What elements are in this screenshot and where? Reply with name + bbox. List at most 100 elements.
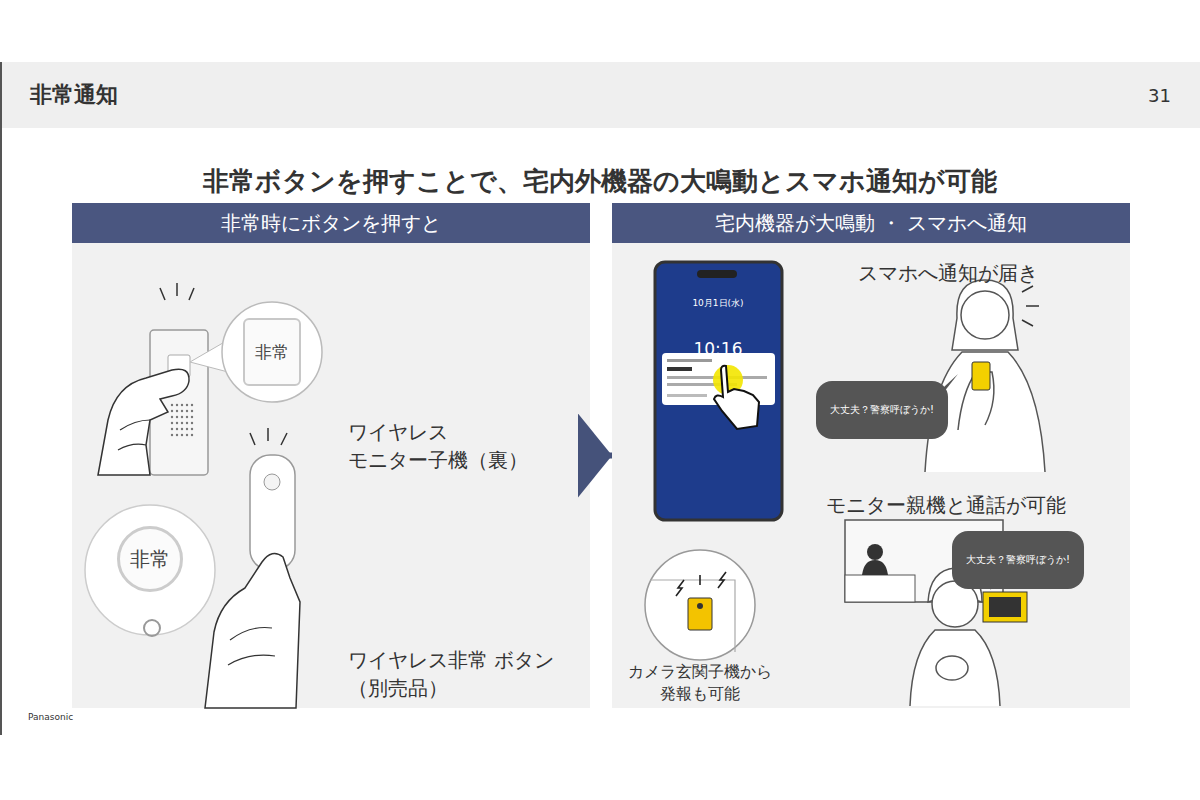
remote-button xyxy=(264,474,280,490)
alert-strokes xyxy=(250,428,287,445)
remote-illustration xyxy=(85,428,300,708)
speech-bubble: 大丈夫？警察呼ぼうか! xyxy=(952,531,1084,589)
surprise-strokes xyxy=(1022,286,1039,326)
phone-screen: 10月1日(水) 10:16 xyxy=(686,281,749,371)
intruder-body xyxy=(862,560,888,575)
side-rule xyxy=(0,62,2,735)
grille-dot xyxy=(171,434,173,436)
grille-dot xyxy=(191,416,193,418)
hand xyxy=(98,369,189,475)
indoor-monitor xyxy=(983,592,1027,622)
grille-dot xyxy=(181,416,183,418)
hand xyxy=(205,553,300,708)
hands xyxy=(936,656,968,680)
handset-illustration xyxy=(98,283,322,475)
panel-heading: 非常時にボタンを押すと xyxy=(72,203,590,243)
grille-dot xyxy=(186,434,188,436)
intruder-head xyxy=(867,544,883,560)
bubble-outline xyxy=(952,531,1084,589)
wall-line xyxy=(650,580,735,652)
alert-strokes xyxy=(160,283,194,300)
smartphone-illustration xyxy=(655,262,782,520)
grille-dot xyxy=(176,428,178,430)
panel-header-band xyxy=(72,203,590,243)
grille-dot xyxy=(191,428,193,430)
alarm-strokes xyxy=(676,572,726,596)
node-text: 大丈夫？警察呼ぼうか! xyxy=(966,540,1070,580)
grille-dot xyxy=(176,410,178,412)
panel-header-band xyxy=(612,203,1130,243)
grille-dot xyxy=(186,404,188,406)
grille-dot xyxy=(186,410,188,412)
node-text: 非常 xyxy=(243,318,301,386)
speaker-grille xyxy=(171,404,193,436)
remote-body xyxy=(250,455,295,570)
grille-dot xyxy=(186,428,188,430)
card-line xyxy=(667,359,712,362)
monitor-screen xyxy=(989,597,1021,617)
zoom-circle: 非常 xyxy=(222,302,322,402)
header-bar xyxy=(0,62,1200,128)
grille-dot xyxy=(171,422,173,424)
zoom-circle xyxy=(645,550,755,660)
grille-dot xyxy=(176,416,178,418)
grille-dot xyxy=(181,428,183,430)
zoom-circle: 非常 xyxy=(85,505,215,635)
zoom-circle xyxy=(85,505,215,635)
grille-dot xyxy=(171,404,173,406)
note-label: モニター親機と通話が可能 xyxy=(826,491,1066,519)
hair xyxy=(952,280,1018,350)
door-camera xyxy=(688,598,712,630)
grille-dot xyxy=(176,404,178,406)
grille-dot xyxy=(176,422,178,424)
logo-text: Panasonic xyxy=(28,711,73,724)
card-line xyxy=(667,367,692,371)
phone-notch xyxy=(697,270,737,278)
woman-illustration xyxy=(922,280,1045,472)
bubble-outline xyxy=(816,381,948,439)
subtitle: 非常ボタンを押すことで、宅内外機器の大鳴動とスマホ通知が可能 xyxy=(203,163,997,199)
grille-dot xyxy=(186,416,188,418)
node-text: 10月1日(水) xyxy=(692,283,743,323)
panel-ground xyxy=(612,203,1130,708)
zoom-circle xyxy=(222,302,322,402)
grille-dot xyxy=(171,428,173,430)
grille-dot xyxy=(176,434,178,436)
grille-dot xyxy=(181,422,183,424)
note-label: カメラ玄関子機から 発報も可能 xyxy=(610,661,790,706)
grille-dot xyxy=(181,410,183,412)
note-label: スマホへ通知が届き xyxy=(858,259,1038,287)
panel-ground xyxy=(72,203,590,708)
speech-bubble: 大丈夫？警察呼ぼうか! xyxy=(816,381,948,439)
grille-dot xyxy=(181,434,183,436)
body xyxy=(910,630,1000,706)
grille-dot xyxy=(191,422,193,424)
wall xyxy=(845,575,915,602)
node-text: 非常 xyxy=(117,526,183,592)
camera-lens xyxy=(697,603,703,609)
page-number: 31 xyxy=(1148,83,1171,108)
strap-hole xyxy=(144,620,160,636)
finger-lines xyxy=(228,628,275,666)
part-label: ワイヤレス非常 ボタン（別売品） xyxy=(348,646,558,702)
node-text: 10:16 xyxy=(692,329,743,369)
head xyxy=(961,291,1009,339)
grille-dot xyxy=(181,404,183,406)
camera-illustration xyxy=(645,550,755,660)
finger-lines xyxy=(118,420,150,450)
flow-arrow xyxy=(590,453,612,459)
grille-dot xyxy=(171,410,173,412)
part-label: ワイヤレス モニター子機（裏） xyxy=(348,418,558,474)
slide-title: 非常通知 xyxy=(30,80,118,110)
phone-body xyxy=(655,262,782,520)
grille-dot xyxy=(191,410,193,412)
card-line xyxy=(667,394,707,397)
node-text: 大丈夫？警察呼ぼうか! xyxy=(830,390,934,430)
grille-dot xyxy=(191,434,193,436)
panel-heading: 宅内機器が大鳴動 ・ スマホへ通知 xyxy=(612,203,1130,243)
grille-dot xyxy=(191,404,193,406)
